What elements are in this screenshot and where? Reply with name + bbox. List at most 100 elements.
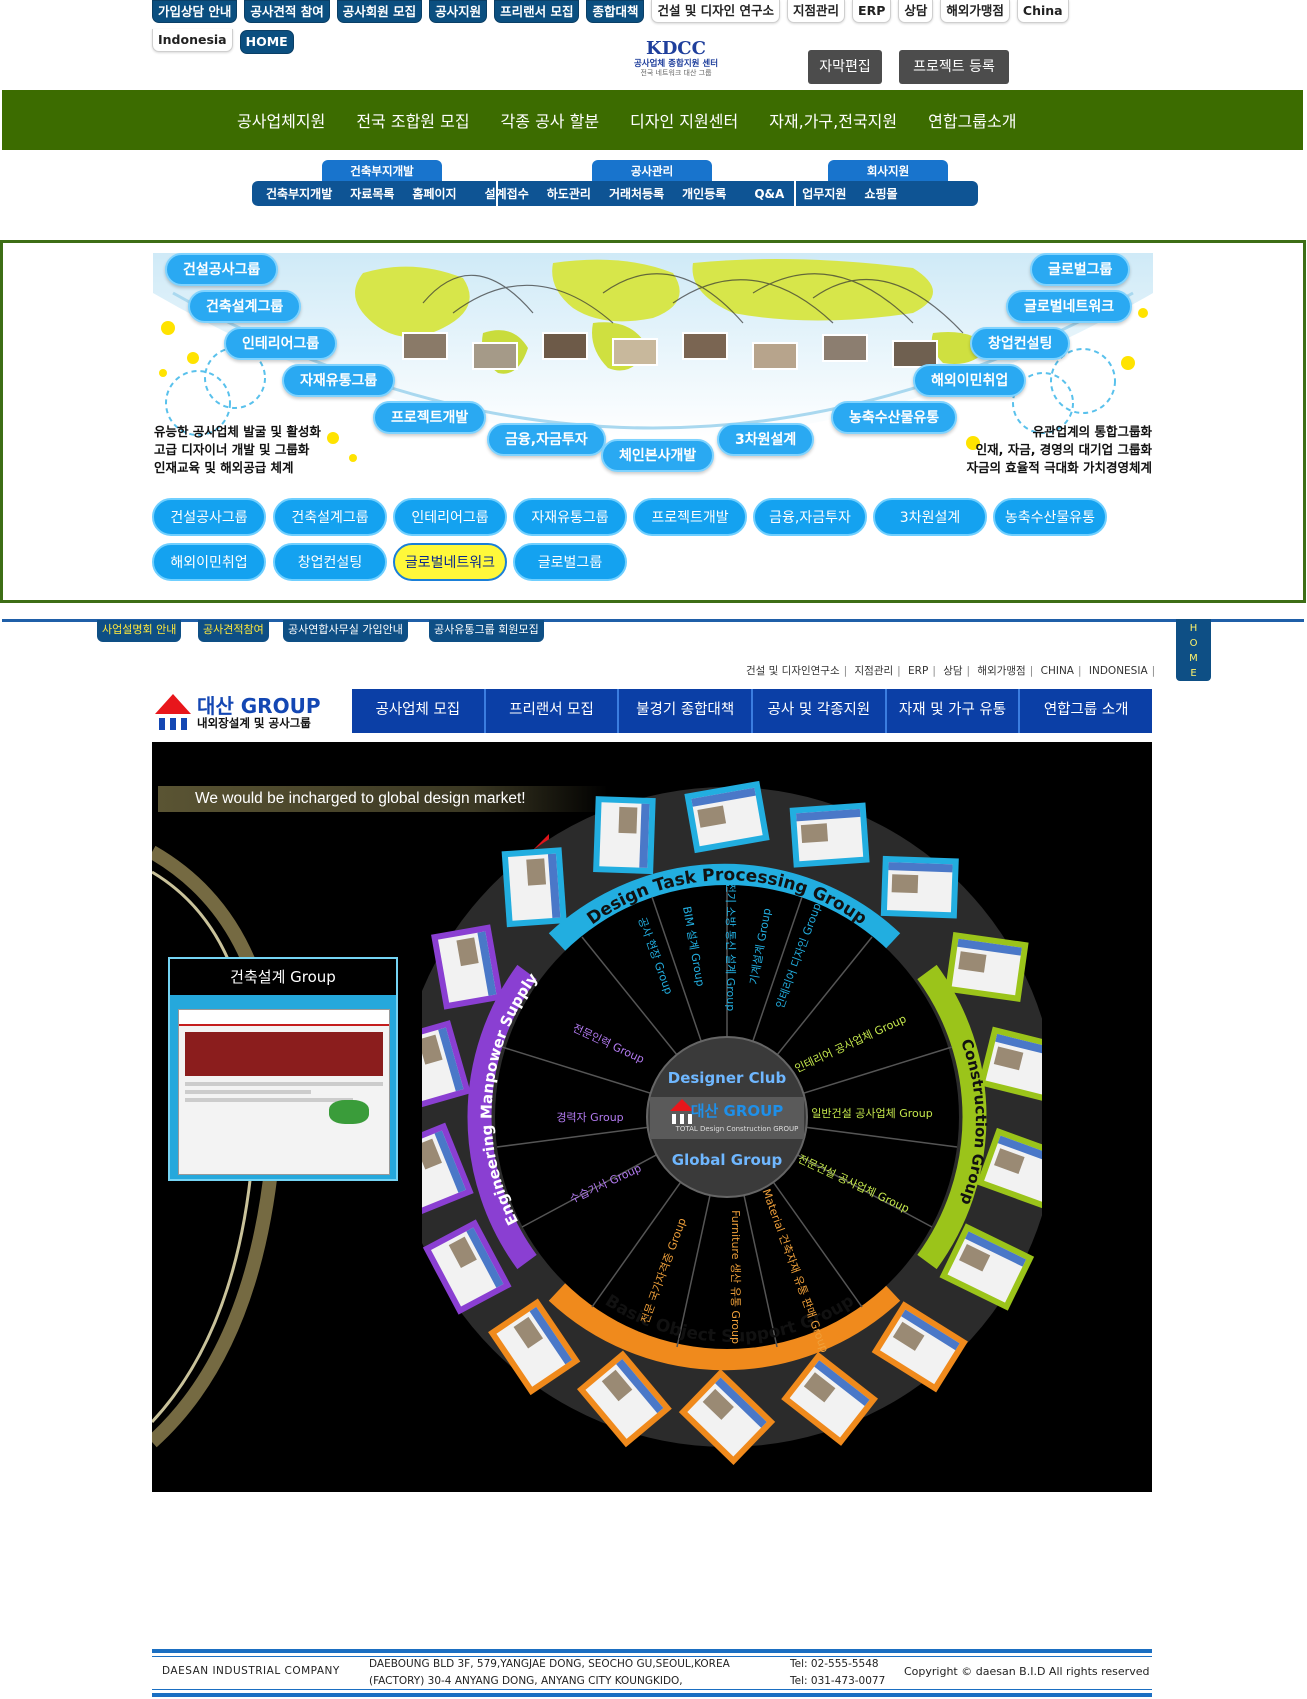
sub-menu-divider (496, 181, 498, 206)
website-thumbnail[interactable] (678, 1369, 776, 1465)
sub-menu-item[interactable]: 업무지원 (802, 187, 847, 201)
sub-menu-item[interactable]: Q&A (754, 186, 785, 201)
daesan-menu-item[interactable]: 자재 및 가구 유통 (887, 689, 1021, 733)
banner-bubble[interactable]: 체인본사개발 (601, 439, 715, 472)
website-thumbnail[interactable] (781, 1351, 879, 1446)
banner-bubble[interactable]: 자재유통그룹 (282, 364, 396, 397)
main-menu-item[interactable]: 연합그룹소개 (928, 112, 1017, 131)
website-thumbnail[interactable] (422, 1020, 471, 1110)
home-vertical-button[interactable]: H O M E (1176, 619, 1211, 681)
website-thumbnail[interactable] (944, 932, 1029, 1002)
top-nav-item[interactable]: 상담 (898, 0, 934, 23)
website-thumbnail[interactable] (789, 802, 870, 868)
banner-bubble[interactable]: 글로벌네트워크 (1006, 290, 1133, 323)
group-button[interactable]: 해외이민취업 (152, 543, 266, 581)
daesan-logo[interactable]: 대산 GROUP 내외장설계 및 공사그룹 (153, 690, 333, 734)
banner-bubble[interactable]: 3차원설계 (717, 423, 815, 456)
group-button[interactable]: 건축설계그룹 (273, 498, 387, 536)
main-menu-item[interactable]: 디자인 지원센터 (630, 112, 739, 131)
top-nav-item[interactable]: China (1016, 0, 1069, 23)
utility-link[interactable]: INDONESIA (1088, 665, 1148, 677)
sub-menu-item[interactable]: 건축부지개발 (266, 187, 333, 201)
banner-bubble[interactable]: 글로벌그룹 (1030, 253, 1131, 286)
top-nav-item[interactable]: 공사회원 모집 (336, 0, 423, 23)
banner-bubble[interactable]: 인테리어그룹 (224, 327, 338, 360)
website-thumbnail[interactable] (576, 1350, 672, 1448)
daesan-menu-item[interactable]: 연합그룹 소개 (1043, 702, 1129, 718)
website-thumbnail[interactable] (422, 1219, 512, 1315)
top-nav-item[interactable]: 지점관리 (787, 0, 846, 23)
top-nav-item[interactable]: 프리랜서 모집 (494, 0, 580, 23)
website-thumbnail[interactable] (684, 780, 770, 854)
utility-link[interactable]: CHINA (1040, 665, 1074, 677)
top-nav-item[interactable]: Indonesia (152, 29, 233, 52)
banner-bubble[interactable]: 창업컨설팅 (970, 327, 1071, 360)
sub-menu-item[interactable]: 개인등록 (682, 187, 727, 201)
website-thumbnail[interactable] (431, 924, 504, 1010)
sub-menu-group-title[interactable]: 건축부지개발 (322, 160, 442, 182)
sub-menu-group-title[interactable]: 회사지원 (828, 160, 948, 182)
info-pill[interactable]: 공사유통그룹 회원모집 (429, 620, 544, 642)
group-button[interactable]: 건설공사그룹 (152, 498, 266, 536)
group-button[interactable]: 글로벌그룹 (513, 543, 627, 581)
group-button[interactable]: 금융,자금투자 (753, 498, 867, 536)
sub-menu-item[interactable]: 하도관리 (546, 187, 591, 201)
banner-bubble[interactable]: 프로젝트개발 (373, 401, 487, 434)
website-thumbnail[interactable] (422, 1122, 474, 1216)
website-thumbnail[interactable] (501, 847, 567, 928)
project-register-button[interactable]: 프로젝트 등록 (899, 50, 1009, 84)
main-menu-item[interactable]: 공사업체지원 (237, 112, 326, 131)
home-button[interactable]: HOME (239, 30, 294, 54)
group-button[interactable]: 인테리어그룹 (393, 498, 507, 536)
daesan-menu-item[interactable]: 공사 및 각종지원 (753, 689, 887, 733)
website-thumbnail[interactable] (978, 1026, 1042, 1104)
group-button-active[interactable]: 글로벌네트워크 (393, 543, 507, 581)
group-button[interactable]: 3차원설계 (873, 498, 987, 536)
utility-link[interactable]: 지점관리 (854, 665, 894, 677)
info-pill[interactable]: 사업설명회 안내 (97, 620, 182, 642)
utility-link[interactable]: 건설 및 디자인연구소 (746, 665, 840, 677)
website-thumbnail[interactable] (871, 1301, 968, 1393)
group-button[interactable]: 프로젝트개발 (633, 498, 747, 536)
utility-link[interactable]: 해외가맹점 (977, 665, 1026, 677)
daesan-menu-item[interactable]: 프리랜서 모집 (486, 689, 620, 733)
utility-link[interactable]: ERP (908, 665, 929, 677)
banner-bubble[interactable]: 건축설계그룹 (188, 290, 302, 323)
info-pill[interactable]: 공사연합사무실 가입안내 (283, 620, 408, 642)
banner-bubble[interactable]: 해외이민취업 (913, 364, 1027, 397)
banner-bubble[interactable]: 건설공사그룹 (165, 253, 279, 286)
sub-menu-item[interactable]: 홈페이지 (412, 187, 457, 201)
subtitle-edit-button[interactable]: 자막편집 (808, 50, 882, 84)
top-nav-item[interactable]: 해외가맹점 (940, 0, 1010, 23)
banner-bubble[interactable]: 농축수산물유통 (831, 401, 958, 434)
sub-menu-item[interactable]: 거래처등록 (608, 187, 665, 201)
website-thumbnail[interactable] (976, 1127, 1042, 1211)
top-nav-item[interactable]: 공사지원 (429, 0, 488, 23)
group-button[interactable]: 농축수산물유통 (993, 498, 1107, 536)
website-thumbnail[interactable] (488, 1298, 581, 1396)
promo-card[interactable]: 건축설계 Group (168, 957, 398, 1181)
banner-bubble[interactable]: 금융,자금투자 (487, 423, 606, 456)
sub-menu-group-title[interactable]: 공사관리 (592, 160, 712, 182)
main-menu-item[interactable]: 각종 공사 할분 (500, 112, 600, 131)
top-nav-item[interactable]: 건설 및 디자인 연구소 (651, 0, 781, 23)
utility-link[interactable]: 상담 (943, 665, 963, 677)
top-nav-item[interactable]: ERP (852, 0, 892, 23)
daesan-menu-item[interactable]: 불경기 종합대책 (619, 689, 754, 733)
main-menu-item[interactable]: 자재,가구,전국지원 (769, 112, 898, 131)
top-nav-item[interactable]: 공사견적 참여 (244, 0, 330, 23)
top-nav-item[interactable]: 종합대책 (586, 0, 645, 23)
website-thumbnail[interactable] (593, 796, 656, 875)
kdcc-logo[interactable]: KDCC 공사업체 종합지원 센터 전국 네트워크 대산 그룹 (630, 38, 722, 84)
info-pill[interactable]: 공사견적참여 (198, 620, 269, 642)
group-button[interactable]: 자재유통그룹 (513, 498, 627, 536)
website-thumbnail[interactable] (880, 855, 959, 919)
sub-menu-item[interactable]: 쇼핑몰 (864, 187, 898, 201)
sub-menu-item[interactable]: 설계접수 (484, 187, 529, 201)
main-menu-item[interactable]: 전국 조합원 모집 (356, 112, 470, 131)
sub-menu-item[interactable]: 자료목록 (350, 187, 395, 201)
top-nav-item[interactable]: 가입상담 안내 (152, 0, 238, 23)
daesan-menu-item[interactable]: 공사업체 모집 (352, 689, 486, 733)
website-thumbnail[interactable] (939, 1223, 1035, 1311)
group-button[interactable]: 창업컨설팅 (273, 543, 387, 581)
